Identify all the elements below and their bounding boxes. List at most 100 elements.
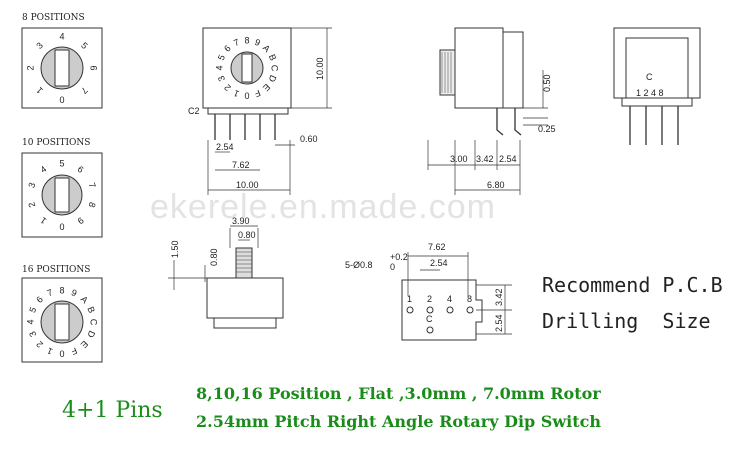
dial-digit: 2 <box>26 201 37 209</box>
front-view-span: 7.62 <box>232 160 250 170</box>
dial-digit: 2 <box>222 82 233 93</box>
dial-digit: 3 <box>27 330 38 339</box>
bottom-view-body <box>206 277 284 319</box>
end-view-pins <box>629 106 679 145</box>
pcb-holes: 5-Ø0.8 <box>345 260 373 270</box>
recommend-line-1: Recommend P.C.B <box>542 273 723 297</box>
dial-10-frame <box>21 152 103 238</box>
pcb-d762: 7.62 <box>428 242 446 252</box>
dial-digit: 5 <box>27 306 38 315</box>
dial-16-title: 16 POSITIONS <box>22 265 90 275</box>
pcb-tol-zero: 0 <box>390 262 395 272</box>
side-view-d680: 6.80 <box>487 180 505 190</box>
end-view: C 1 2 4 8 <box>613 27 701 145</box>
pcb-d254b: 2.54 <box>494 314 504 332</box>
dial-digit: 0 <box>244 91 249 101</box>
pcb-tol-plus: +0.2 <box>390 252 408 262</box>
bottom-view-d390: 3.90 <box>232 216 250 226</box>
dial-digit: 6 <box>89 65 99 70</box>
dial-digit: 3 <box>34 40 45 51</box>
dial-digit: 3 <box>216 74 227 83</box>
dial-digit: 0 <box>59 222 64 232</box>
dial-digit: A <box>79 294 90 305</box>
bottom-view-d080b: 0.80 <box>209 248 219 266</box>
dial-digit: 1 <box>34 85 45 96</box>
side-view-d254: 2.54 <box>499 154 517 164</box>
dial-digit: 8 <box>87 201 98 209</box>
dial-digit: C <box>89 319 99 326</box>
pins-label: 4+1 Pins <box>62 398 163 423</box>
dial-10-slot <box>54 177 70 213</box>
watermark: ekerele.en.made.com <box>150 188 496 226</box>
front-view-height: 10.00 <box>315 57 325 80</box>
pcb-pin-c: C <box>426 314 433 324</box>
dial-8-frame <box>21 27 103 109</box>
recommend-line-2: Drilling Size <box>542 309 711 333</box>
dial-digit: 9 <box>76 215 86 226</box>
dial-digit: 1 <box>46 346 55 357</box>
dial-digit: 7 <box>46 287 54 298</box>
pcb-pin-2: 2 <box>427 294 432 304</box>
side-view-pins <box>496 108 522 136</box>
front-view-pitch: 2.54 <box>216 142 234 152</box>
dial-digit: B <box>267 53 279 62</box>
dial-digit: 8 <box>59 285 64 295</box>
dial-digit: E <box>79 339 90 350</box>
dial-digit: 5 <box>59 158 64 168</box>
pcb-d342: 3.42 <box>494 288 504 306</box>
front-view-slot <box>241 53 253 83</box>
dial-digit: 2 <box>34 339 45 350</box>
dial-digit: 7 <box>87 181 98 189</box>
dial-digit: 6 <box>76 164 86 175</box>
dial-digit: 6 <box>222 43 233 54</box>
dial-digit: 5 <box>216 53 227 62</box>
bottom-view-knob <box>235 247 253 279</box>
end-view-c: C <box>646 72 653 82</box>
dial-digit: 4 <box>25 319 35 324</box>
dial-digit: 7 <box>79 85 90 96</box>
side-view-d342: 3.42 <box>476 154 494 164</box>
front-view-pin-width: 0.60 <box>300 134 318 144</box>
dial-digit: 2 <box>25 65 35 70</box>
pcb-d254: 2.54 <box>430 258 448 268</box>
dial-16-frame <box>21 277 103 363</box>
dial-digit: 8 <box>244 35 249 45</box>
bottom-view-d150: 1.50 <box>170 240 180 258</box>
caption-line-2: 2.54mm Pitch Right Angle Rotary Dip Swit… <box>196 412 601 431</box>
front-view-base <box>207 107 289 115</box>
pcb-outline <box>401 279 483 341</box>
dial-digit: 0 <box>59 349 64 359</box>
dial-digit: D <box>85 329 97 339</box>
dial-8-title: 8 POSITIONS <box>22 13 85 23</box>
side-view-d050: 0.50 <box>542 74 552 92</box>
dial-digit: 3 <box>26 181 37 189</box>
end-view-base <box>621 97 693 107</box>
dial-digit: F <box>253 88 262 100</box>
dial-10-title: 10 POSITIONS <box>22 138 90 148</box>
dial-digit: 1 <box>232 88 241 99</box>
dial-digit: 9 <box>253 37 262 48</box>
front-view-c2: C2 <box>188 106 200 116</box>
dial-digit: B <box>85 305 97 314</box>
side-view: 0.50 0.25 3.00 3.42 2.54 6.80 <box>427 27 556 195</box>
dial-digit: D <box>266 74 278 84</box>
dial-digit: F <box>69 346 78 358</box>
pcb-pin-8: 8 <box>467 294 472 304</box>
dial-digit: E <box>261 82 272 93</box>
dial-digit: 4 <box>38 164 48 175</box>
front-view-pins <box>214 114 276 140</box>
dial-digit: C <box>270 65 280 72</box>
caption-line-1: 8,10,16 Position , Flat ,3.0mm , 7.0mm R… <box>196 384 601 403</box>
side-view-frame <box>502 31 524 109</box>
bottom-view-d080: 0.80 <box>238 230 256 240</box>
side-view-d300: 3.00 <box>450 154 468 164</box>
dial-digit: A <box>261 43 272 54</box>
